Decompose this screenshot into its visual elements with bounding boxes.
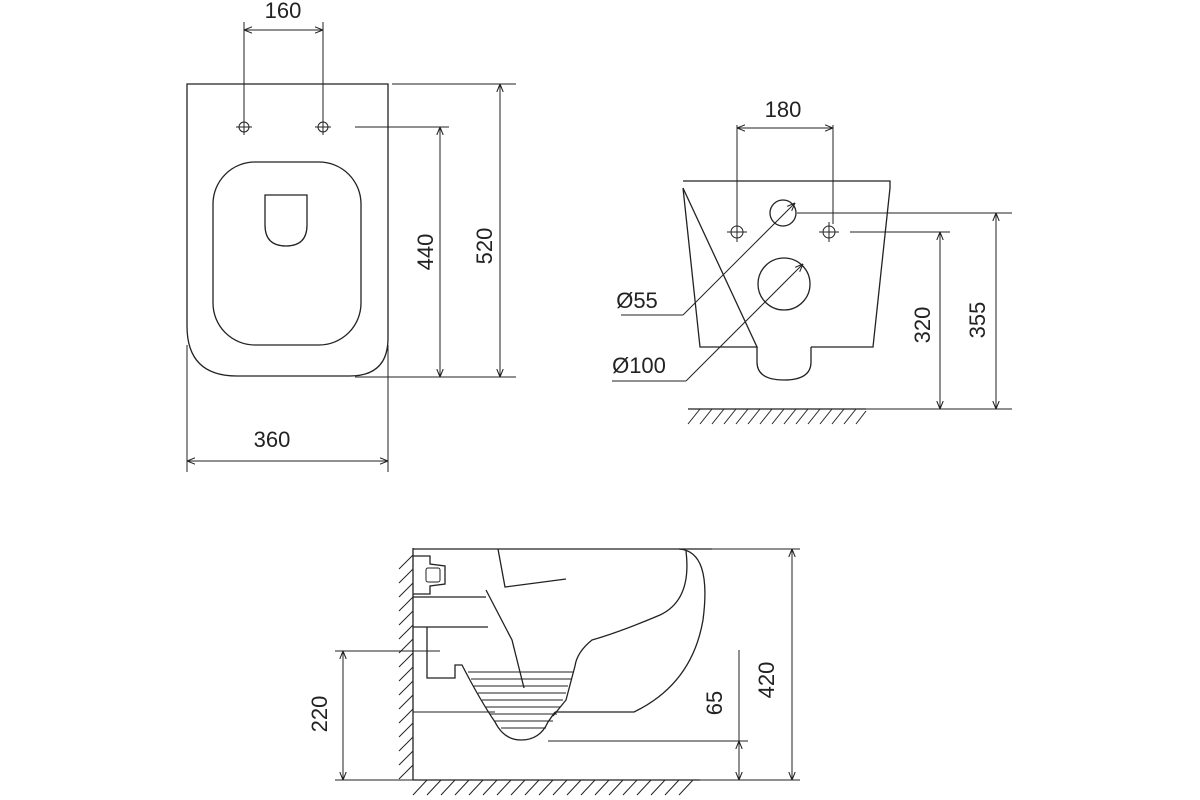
dim-320-label: 320: [910, 307, 935, 344]
top-view-bowl: [212, 161, 362, 346]
inlet-55: [769, 199, 797, 227]
outlet-pipe: [413, 626, 556, 741]
wall-hatch: [398, 554, 414, 780]
inlet-100: [757, 257, 811, 311]
dim-d100-label: Ø100: [612, 353, 666, 378]
dim-440-label: 440: [413, 234, 438, 271]
flush-inlet-fitting: [413, 555, 446, 595]
top-view: 160 440 520 360: [186, 0, 516, 472]
dim-440: 440: [355, 126, 449, 378]
side-floor-hatch: [412, 779, 694, 796]
dim-160: 160: [243, 0, 324, 120]
dim-520: 520: [392, 83, 516, 378]
dim-520-label: 520: [472, 228, 497, 265]
side-view: 220 65 420: [307, 548, 800, 796]
dim-180-label: 180: [765, 97, 802, 122]
dim-220: 220: [307, 650, 440, 781]
dim-320: 320: [850, 231, 950, 409]
dim-65-label: 65: [702, 691, 727, 715]
bowl-outer-profile: [555, 548, 706, 713]
mounting-hole-left: [236, 119, 252, 135]
dim-355-label: 355: [965, 302, 990, 339]
dim-360: 360: [186, 345, 389, 472]
dim-d55: Ø55: [616, 203, 795, 316]
dim-d100: Ø100: [612, 264, 803, 382]
dim-420: 420: [712, 548, 800, 781]
back-view-outline: [682, 180, 891, 348]
dim-355: 355: [797, 212, 1012, 410]
top-view-outline: [186, 83, 389, 377]
dim-65: 65: [548, 650, 748, 781]
bowl-rim-profile: [413, 548, 567, 598]
dim-360-label: 360: [254, 427, 291, 452]
dim-d55-label: Ø55: [616, 288, 658, 313]
mounting-hole-back-right: [819, 222, 839, 242]
back-view: 180 Ø55 Ø100 320 355: [612, 97, 1012, 425]
mounting-hole-back-left: [727, 222, 747, 242]
water-lines: [468, 671, 574, 729]
dim-220-label: 220: [307, 696, 332, 733]
dim-420-label: 420: [754, 662, 779, 699]
back-view-outlet: [756, 347, 812, 381]
dim-180: 180: [736, 97, 834, 224]
mounting-hole-right: [315, 119, 331, 135]
top-view-drain: [264, 194, 308, 247]
floor-hatch: [687, 408, 867, 425]
dim-160-label: 160: [265, 0, 302, 23]
flush-inlet-cap: [425, 567, 441, 583]
bowl-inner-profile: [485, 550, 688, 717]
